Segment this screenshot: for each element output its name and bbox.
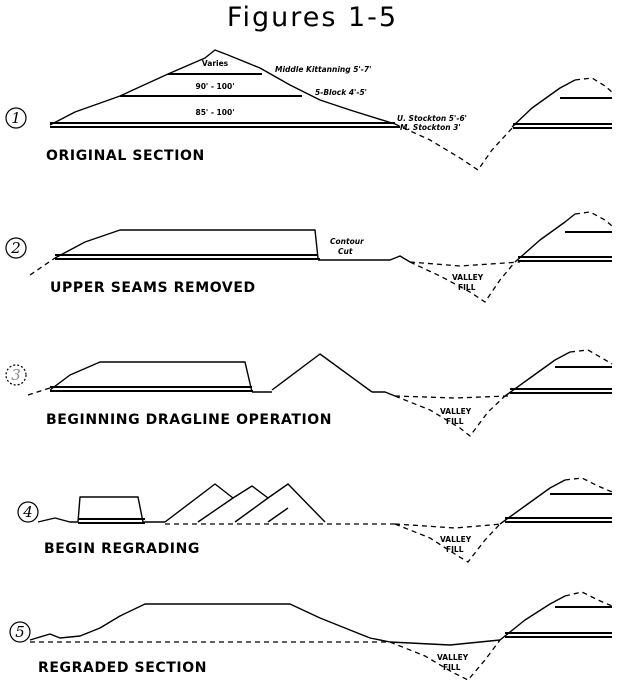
valley-fill-top (409, 261, 521, 267)
regraded-surface (29, 603, 391, 643)
spoil-pile (271, 353, 373, 393)
panel-2: 2 Contour Cut VALLEY FILL UPPER SEAMS RE… (5, 211, 613, 303)
spoil-ridge-lines (197, 497, 289, 523)
panel-5: 5 VALLEY FILL REGRADED SECTION (9, 591, 613, 681)
panel-number-circle (5, 364, 27, 386)
panel-number: 1 (11, 109, 21, 127)
left-ground-profile (29, 257, 56, 276)
label-fill: FILL (458, 283, 476, 292)
pit-floor (252, 391, 396, 397)
valley-fill-top (394, 395, 509, 399)
valley-profile (409, 261, 516, 303)
right-hill-outline (504, 351, 571, 397)
label-valley: VALLEY (452, 273, 484, 282)
left-ground-profile (37, 517, 78, 523)
right-hill-top (569, 349, 613, 365)
label-valley: VALLEY (440, 535, 472, 544)
label-m-stockton: M. Stockton 3' (400, 123, 461, 132)
label-valley: VALLEY (440, 407, 472, 416)
panel-number: 2 (10, 239, 21, 257)
right-hill-top (564, 591, 613, 607)
label-valley: VALLEY (437, 653, 469, 662)
label-cut: Cut (338, 247, 353, 256)
page-title: Figures 1-5 (226, 2, 399, 33)
contour-bench (318, 255, 411, 263)
label-middle-kittanning: Middle Kittanning 5'-7' (275, 65, 371, 74)
right-hill-outline (499, 479, 566, 525)
panel-number: 5 (15, 623, 25, 641)
panel-number-circle (5, 107, 27, 129)
remaining-overburden (49, 361, 253, 393)
valley-profile (389, 639, 501, 681)
panel-3: 3 VALLEY FILL BEGINNING DRAGLINE OPERATI… (5, 349, 613, 437)
label-5-block: 5-Block 4'-5' (315, 88, 367, 97)
panel-number-circle (17, 501, 39, 523)
spoil-ridges (164, 483, 326, 523)
label-fill: FILL (446, 545, 464, 554)
label-varies: Varies (202, 59, 229, 68)
remaining-block (77, 496, 165, 523)
right-hill-outline (511, 79, 576, 128)
valley-profile (394, 395, 506, 437)
right-hill-top (574, 77, 613, 93)
label-90-100: 90' - 100' (195, 82, 234, 91)
panel-4: 4 VALLEY FILL BEGIN REGRADING (17, 477, 613, 563)
right-hill-outline (499, 595, 566, 641)
label-85-100: 85' - 100' (195, 108, 234, 117)
label-contour: Contour (330, 237, 365, 246)
right-hill-top (574, 211, 613, 227)
valley-profile (394, 523, 501, 563)
left-ground-profile (27, 387, 51, 396)
panel-caption: ORIGINAL SECTION (46, 148, 205, 164)
panel-number-circle (9, 621, 31, 643)
panel-caption: UPPER SEAMS REMOVED (50, 280, 256, 296)
label-fill: FILL (443, 663, 461, 672)
panel-caption: BEGINNING DRAGLINE OPERATION (46, 412, 332, 428)
mountain-outline (49, 49, 396, 126)
panel-1: 1 Varies 90' - 100' 85' - 100' Middle Ki… (5, 49, 613, 171)
valley-fill-top (394, 523, 503, 529)
right-hill-outline (514, 213, 576, 263)
panel-number: 4 (22, 503, 33, 521)
panel-caption: REGRADED SECTION (38, 660, 207, 676)
valley-profile (394, 123, 516, 171)
label-u-stockton: U. Stockton 5'-6' (397, 114, 467, 123)
label-fill: FILL (446, 417, 464, 426)
remaining-overburden (54, 229, 319, 259)
panel-caption: BEGIN REGRADING (44, 541, 200, 557)
right-hill-top (564, 477, 613, 493)
valley-fill-top (389, 639, 501, 646)
panel-number-circle (5, 237, 27, 259)
panel-number: 3 (11, 366, 21, 384)
